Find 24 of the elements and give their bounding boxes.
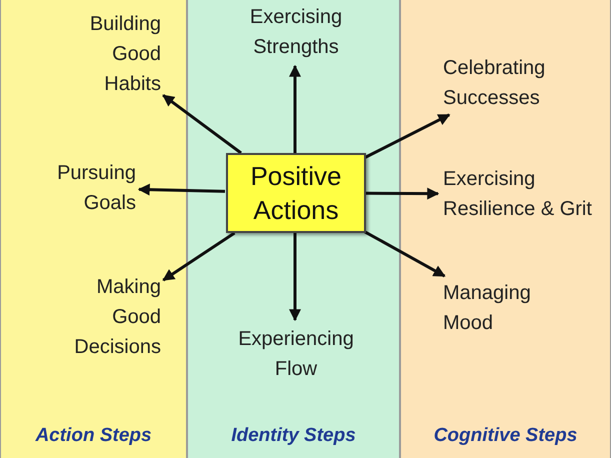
column-label: Identity Steps	[231, 424, 356, 448]
arrow	[138, 184, 226, 196]
arrow	[162, 232, 236, 282]
action-label: Exercising Resilience & Grit	[443, 167, 593, 222]
column-label: Cognitive Steps	[434, 424, 578, 448]
action-label: Building Good Habits	[88, 12, 161, 97]
arrow	[162, 94, 242, 154]
action-label: Exercising Strengths	[248, 5, 344, 60]
center-box	[226, 153, 366, 233]
arrow	[364, 230, 446, 278]
column-band	[187, 0, 400, 458]
action-label: Managing Mood	[443, 281, 532, 336]
arrow	[364, 113, 450, 159]
arrow	[289, 233, 301, 322]
arrow	[365, 188, 440, 200]
column-band	[0, 0, 187, 458]
action-label: Pursuing Goals	[56, 161, 136, 216]
arrow	[289, 64, 301, 153]
center-label: Positive Actions	[249, 160, 343, 227]
action-label: Making Good Decisions	[73, 275, 161, 360]
action-label: Experiencing Flow	[237, 327, 355, 382]
action-label: Celebrating Successes	[443, 56, 546, 111]
column-band	[400, 0, 611, 458]
column-label: Action Steps	[35, 424, 152, 448]
